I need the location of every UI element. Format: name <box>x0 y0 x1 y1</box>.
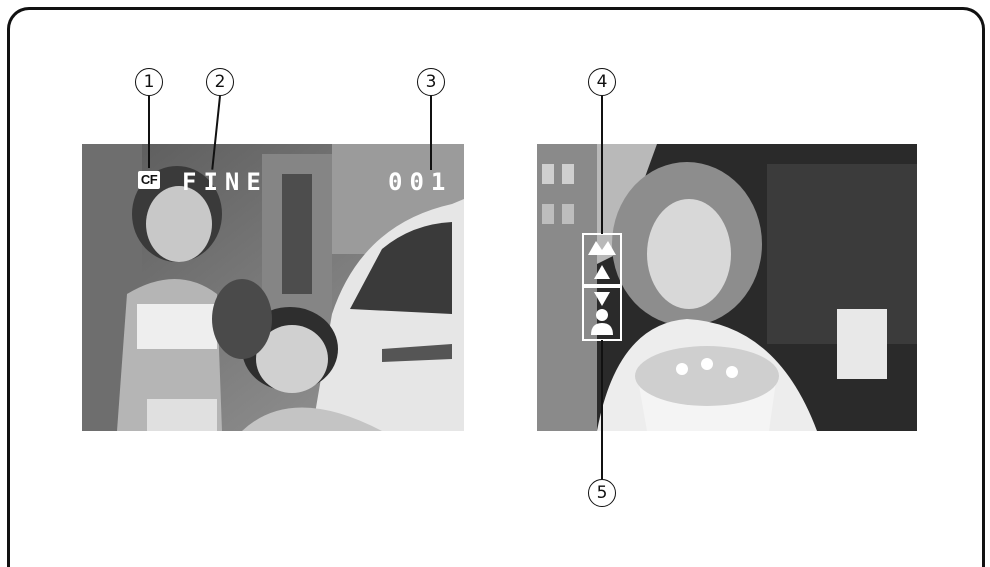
callout-4: 4 <box>588 68 616 96</box>
leader-line-1 <box>148 96 150 168</box>
arrow-down-icon <box>594 292 610 306</box>
callout-1: 1 <box>135 68 163 96</box>
callout-3: 3 <box>417 68 445 96</box>
quality-label: FINE <box>182 170 268 194</box>
leader-line-5 <box>601 340 603 479</box>
callout-2: 2 <box>206 68 234 96</box>
leader-line-3 <box>430 96 432 170</box>
focus-mode-panel-lower <box>582 286 622 341</box>
focus-mode-panel-upper <box>582 233 622 286</box>
leader-line-4 <box>601 96 603 234</box>
callout-5: 5 <box>588 479 616 507</box>
person-portrait-icon <box>591 309 613 335</box>
frame-counter: 001 <box>388 170 452 194</box>
mountain-landscape-icon <box>588 241 616 255</box>
cf-card-badge: CF <box>138 171 160 189</box>
mountain-small-icon <box>594 265 610 279</box>
